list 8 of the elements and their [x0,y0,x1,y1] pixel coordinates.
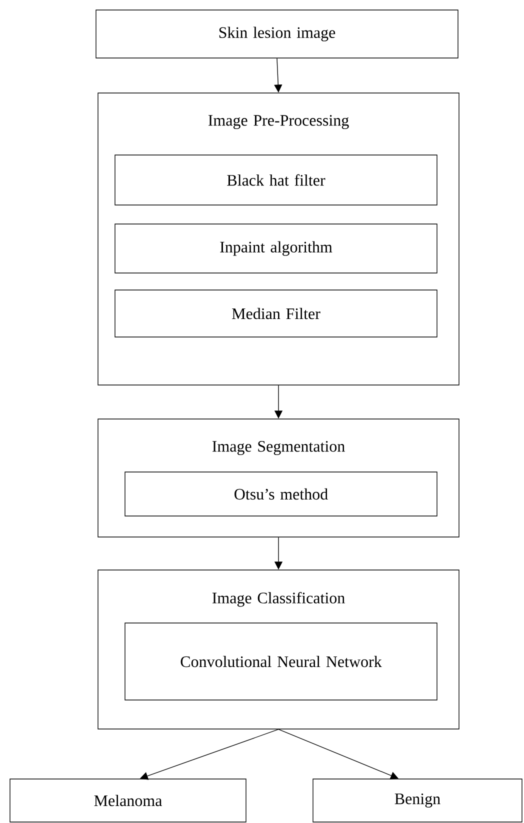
process-box: Inpaint algorithm [114,224,438,274]
process-box: Melanoma [10,778,246,822]
process-box: Median Filter [114,290,438,338]
process-box: Black hat filter [114,154,438,206]
process-box: Benign [312,778,522,822]
process-box: Otsu’s method [124,472,438,516]
process-box: Convolutional Neural Network [124,622,438,700]
process-box: Skin lesion image [96,10,458,58]
